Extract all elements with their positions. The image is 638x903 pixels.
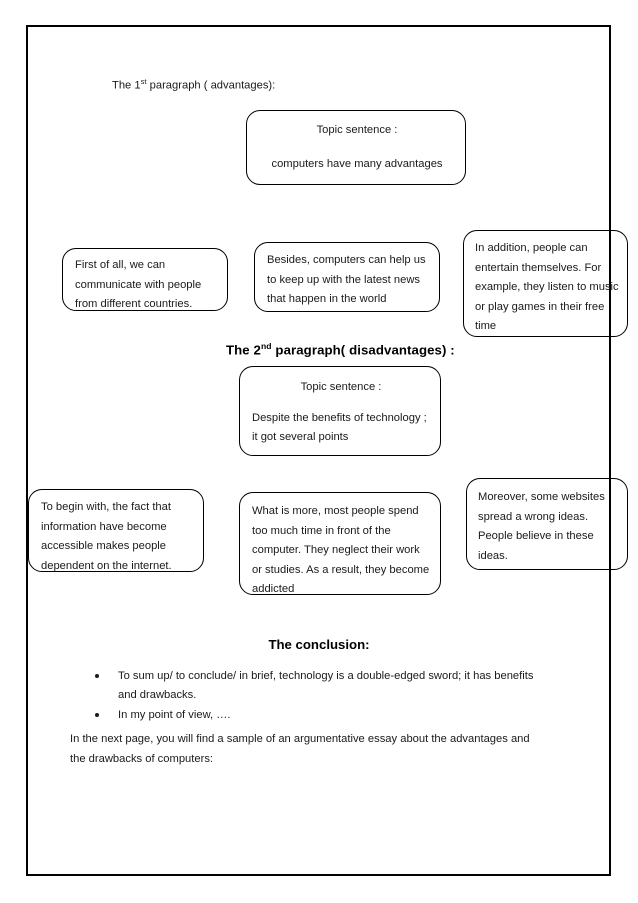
disadvantage-box-1-text: To begin with, the fact that information… [41,501,172,572]
advantage-box-3-text: In addition, people can entertain themse… [475,242,619,332]
paragraph2-heading-suffix: paragraph( disadvantages) : [271,342,455,358]
advantage-box-1-text: First of all, we can communicate with pe… [75,259,202,310]
paragraph1-label-ordinal: st [140,77,147,86]
paragraph1-label-prefix: The 1 [112,79,141,92]
conclusion-bullet-2-text: In my point of view, …. [118,709,231,721]
conclusion-bullet-1-text: To sum up/ to conclude/ in brief, techno… [118,670,534,701]
list-item: To sum up/ to conclude/ in brief, techno… [95,667,545,705]
bullet-dot-icon [95,674,99,678]
conclusion-heading: The conclusion: [268,637,370,652]
paragraph2-topic-body: Despite the benefits of technology ; it … [252,411,427,444]
paragraph2-heading: The 2nd paragraph( disadvantages) : [226,341,455,357]
disadvantage-box-2: What is more, most people spend too much… [239,492,441,595]
paragraph2-topic-sentence-box: Topic sentence : Despite the benefits of… [239,366,441,456]
disadvantage-box-2-text: What is more, most people spend too much… [252,505,430,595]
advantage-box-3: In addition, people can entertain themse… [463,230,628,337]
page-border-frame [26,25,611,876]
paragraph2-heading-prefix: The 2 [226,342,261,358]
conclusion-bullet-list: To sum up/ to conclude/ in brief, techno… [95,667,545,726]
paragraph2-topic-box-content: Topic sentence : Despite the benefits of… [252,378,430,448]
list-item: In my point of view, …. [95,706,545,725]
paragraph2-topic-title: Topic sentence : [300,381,382,393]
paragraph1-topic-body: computers have many advantages [271,157,443,170]
paragraph2-heading-ordinal: nd [260,341,272,351]
bullet-dot-icon [95,713,99,717]
paragraph1-topic-title: Topic sentence : [316,124,398,136]
disadvantage-box-3: Moreover, some websites spread a wrong i… [466,478,628,570]
paragraph1-label: The 1st paragraph ( advantages): [112,74,275,94]
paragraph1-label-suffix: paragraph ( advantages): [146,79,276,92]
paragraph1-topic-box-content: Topic sentence : computers have many adv… [259,121,455,174]
disadvantage-box-1: To begin with, the fact that information… [28,489,204,572]
advantage-box-2-text: Besides, computers can help us to keep u… [267,254,426,305]
advantage-box-1: First of all, we can communicate with pe… [62,248,228,311]
closing-note: In the next page, you will find a sample… [70,733,530,765]
advantage-box-2: Besides, computers can help us to keep u… [254,242,440,312]
paragraph1-topic-sentence-box: Topic sentence : computers have many adv… [246,110,466,185]
disadvantage-box-3-text: Moreover, some websites spread a wrong i… [478,491,605,562]
